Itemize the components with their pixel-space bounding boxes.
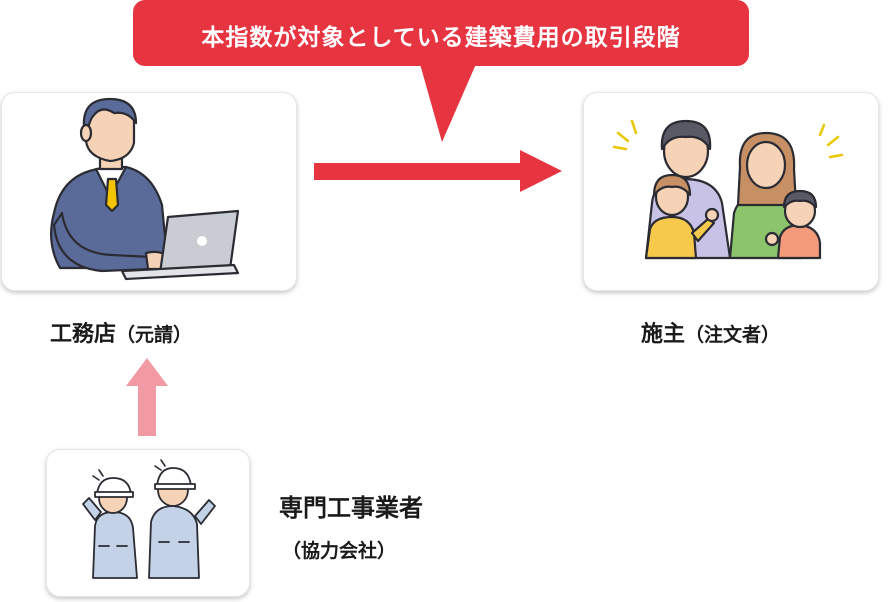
- client-card: [583, 92, 879, 291]
- callout-pointer: [420, 64, 476, 142]
- contractor-name: 工務店: [50, 322, 117, 347]
- worker-at-laptop-icon: [49, 97, 240, 281]
- client-sub: （注文者）: [685, 324, 781, 346]
- subcontractor-sub: （協力会社）: [282, 540, 397, 562]
- contractor-card: [1, 92, 297, 291]
- construction-workers-icon: [82, 459, 216, 579]
- subcontractor-name: 専門工事業者: [279, 494, 423, 522]
- family-icon: [612, 119, 844, 260]
- client-label: 施主（注文者）: [641, 316, 780, 348]
- arrow-contractor-to-client: [314, 150, 562, 192]
- arrow-subcontractor-to-contractor: [126, 358, 168, 436]
- callout-text: 本指数が対象としている建築費用の取引段階: [201, 25, 681, 51]
- callout-banner: 本指数が対象としている建築費用の取引段階: [133, 0, 749, 66]
- contractor-label: 工務店（元請）: [50, 316, 192, 348]
- contractor-sub: （元請）: [116, 324, 193, 346]
- client-name: 施主: [641, 322, 686, 347]
- subcontractor-card: [46, 449, 250, 597]
